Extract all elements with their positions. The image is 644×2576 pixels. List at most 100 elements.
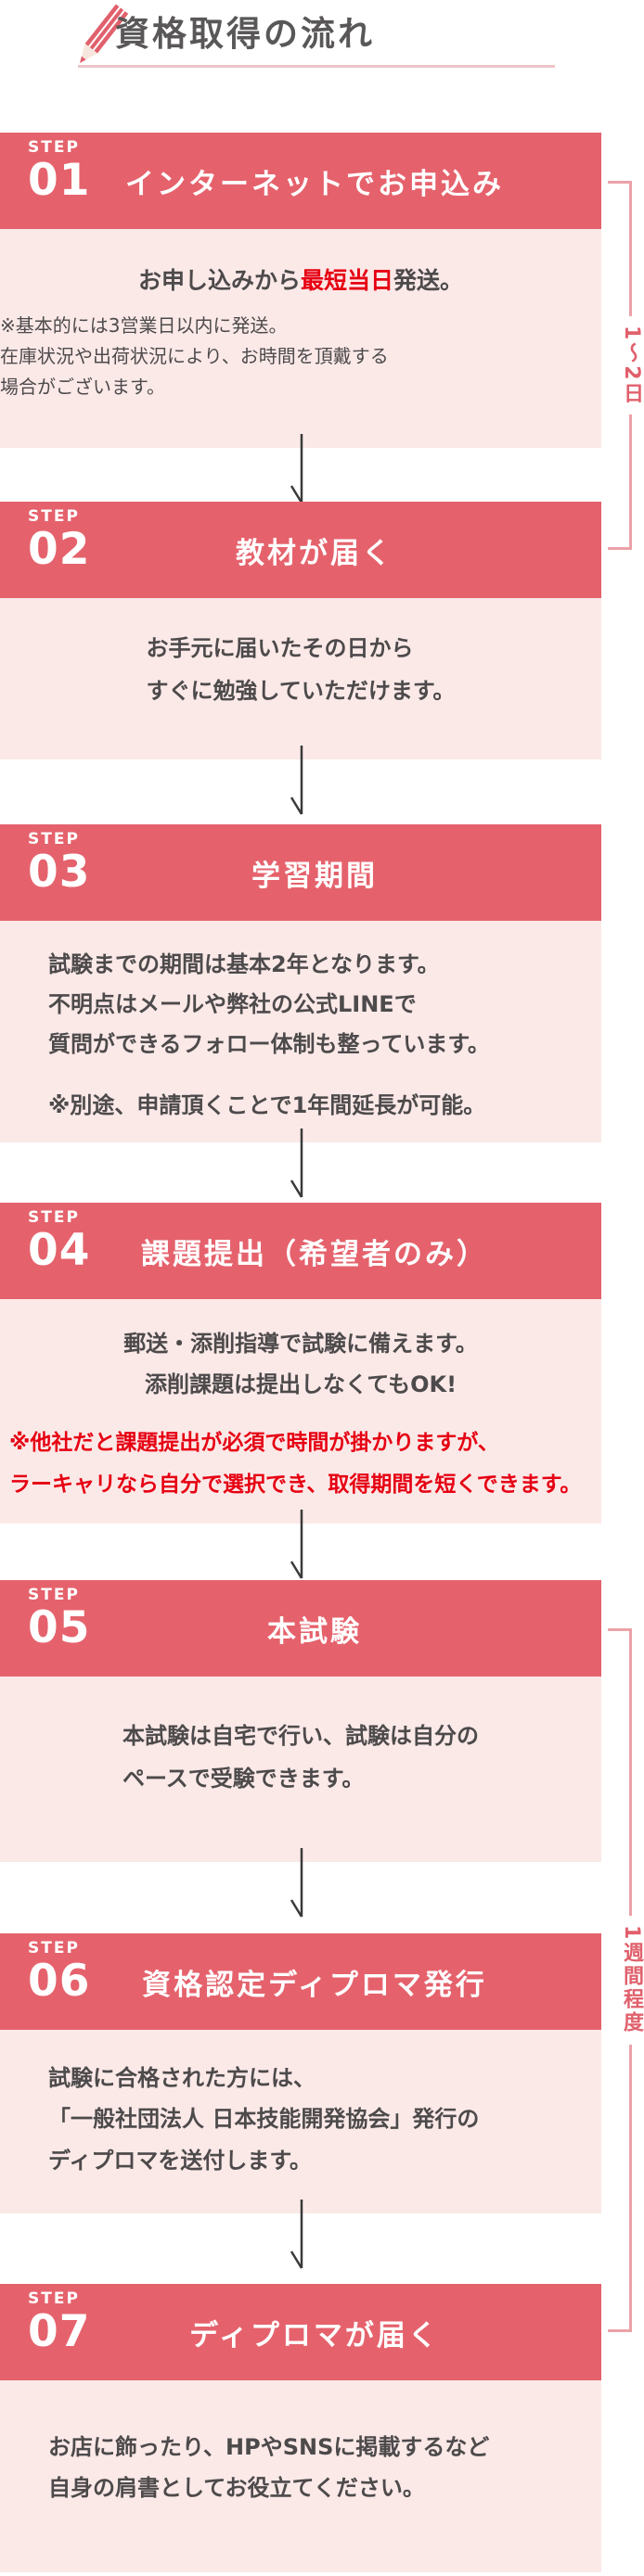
bracket-line [629, 414, 632, 547]
step-04-section: STEP 04 課題提出（希望者のみ） 郵送・添削指導で試験に備えます。 添削課… [0, 1203, 601, 1524]
body-line: 試験までの期間は基本2年となります。 [48, 951, 440, 977]
step-title: 学習期間 [251, 859, 378, 893]
step-title: 教材が届く [236, 536, 393, 570]
step-06-header: STEP 06 資格認定ディプロマ発行 [0, 1933, 601, 2030]
step-01-section: STEP 01 インターネットでお申込み お申し込みから最短当日発送。 ※基本的… [0, 133, 601, 448]
down-arrow-icon [290, 2200, 303, 2269]
down-arrow-icon [290, 746, 303, 815]
step-07-section: STEP 07 ディプロマが届く お店に飾ったり、HPやSNSに掲載するなど 自… [0, 2284, 601, 2572]
body-line: 不明点はメールや弊社の公式LINEで [48, 991, 417, 1018]
step-number: 07 [28, 2306, 91, 2357]
step-03-body: 試験までの期間は基本2年となります。 不明点はメールや弊社の公式LINEで 質問… [0, 921, 601, 1142]
bracket-tick-bottom [608, 547, 632, 550]
flow-gap-6 [0, 2200, 601, 2284]
step-03-header: STEP 03 学習期間 [0, 824, 601, 921]
step-02-body: お手元に届いたその日から すぐに勉強していただけます。 [0, 598, 601, 759]
title-area: 資格取得の流れ [0, 0, 644, 133]
step-title: 資格認定ディプロマ発行 [142, 1968, 487, 2002]
bracket-tick-bottom [608, 2329, 632, 2332]
step-01-header: STEP 01 インターネットでお申込み [0, 133, 601, 229]
highlight-text: 最短当日 [300, 267, 393, 294]
body-line: お店に飾ったり、HPやSNSに掲載するなど [48, 2434, 490, 2460]
note-line: 在庫状況や出荷状況により、お時間を頂戴する [0, 345, 389, 367]
pencil-icon [80, 4, 129, 63]
step-04-body: 郵送・添削指導で試験に備えます。 添削課題は提出しなくてもOK! ※他社だと課題… [0, 1299, 601, 1524]
page-title: 資格取得の流れ [115, 14, 375, 54]
duration-bracket-1: 1〜2日 [608, 181, 643, 550]
body-line: お申し込みから最短当日発送。 [0, 262, 601, 296]
step-label: STEP [28, 507, 80, 526]
note-block: ※基本的には3営業日以内に発送。 在庫状況や出荷状況により、お時間を頂戴する 場… [0, 311, 601, 402]
step-label: STEP [28, 830, 80, 848]
step-02-badge: STEP 02 [28, 507, 91, 575]
step-05-header: STEP 05 本試験 [0, 1580, 601, 1677]
step-07-body: お店に飾ったり、HPやSNSに掲載するなど 自身の肩書としてお役立てください。 [0, 2380, 601, 2572]
bracket-tick-top [608, 181, 632, 184]
body-line: 郵送・添削指導で試験に備えます。 [123, 1331, 478, 1357]
body-line: 自身の肩書としてお役立てください。 [48, 2475, 425, 2502]
body-line: すぐに勉強していただけます。 [146, 677, 456, 704]
step-02-header: STEP 02 教材が届く [0, 502, 601, 598]
step-06-section: STEP 06 資格認定ディプロマ発行 試験に合格された方には、 「一般社団法人… [0, 1933, 601, 2213]
step-number: 04 [28, 1225, 91, 1276]
note-line: ※他社だと課題提出が必須で時間が掛かりますが、 [9, 1430, 499, 1455]
duration-label-2: 1週間程度 [620, 1925, 643, 2035]
step-07-header: STEP 07 ディプロマが届く [0, 2284, 601, 2380]
flow-gap-5 [0, 1848, 601, 1933]
step-04-header: STEP 04 課題提出（希望者のみ） [0, 1203, 601, 1299]
body-text-block: 本試験は自宅で行い、試験は自分の ペースで受験できます。 [122, 1715, 479, 1800]
body-line: 質問ができるフォロー体制も整っています。 [48, 1031, 490, 1058]
steps-column: STEP 01 インターネットでお申込み お申し込みから最短当日発送。 ※基本的… [0, 133, 601, 2572]
note-line: ※別途、申請頂くことで1年間延長が可能。 [48, 1091, 486, 1118]
flow-gap-4 [0, 1510, 601, 1580]
bracket-tick-top [608, 1628, 632, 1631]
body-line: 試験に合格された方には、 [48, 2065, 316, 2091]
step-05-section: STEP 05 本試験 本試験は自宅で行い、試験は自分の ペースで受験できます。 [0, 1580, 601, 1862]
note-line: 場合がございます。 [0, 376, 165, 398]
step-03-section: STEP 03 学習期間 試験までの期間は基本2年となります。 不明点はメールや… [0, 824, 601, 1142]
red-note-block: ※他社だと課題提出が必須で時間が掛かりますが、 ラーキャリなら自分で選択でき、取… [0, 1422, 601, 1506]
step-number: 02 [28, 524, 91, 575]
down-arrow-icon [290, 1510, 303, 1579]
text-segment: お申し込みから [137, 267, 301, 294]
down-arrow-icon [290, 1129, 303, 1198]
step-label: STEP [28, 138, 80, 157]
step-label: STEP [28, 1586, 80, 1604]
step-title: 課題提出（希望者のみ） [141, 1237, 488, 1271]
flow-gap-3 [0, 1129, 601, 1203]
step-title: インターネットでお申込み [125, 167, 504, 201]
body-line: 添削課題は提出しなくてもOK! [144, 1371, 457, 1398]
step-01-body: お申し込みから最短当日発送。 ※基本的には3営業日以内に発送。 在庫状況や出荷状… [0, 229, 601, 448]
step-05-body: 本試験は自宅で行い、試験は自分の ペースで受験できます。 [0, 1677, 601, 1862]
step-number: 05 [28, 1602, 91, 1653]
text-segment: 発送。 [393, 267, 464, 294]
body-line: 本試験は自宅で行い、試験は自分の [122, 1723, 479, 1749]
step-number: 01 [28, 155, 91, 206]
bracket-line [629, 1631, 632, 1917]
note-line: ラーキャリなら自分で選択でき、取得期間を短くできます。 [9, 1472, 582, 1497]
bracket-line [629, 184, 632, 316]
body-line: 「一般社団法人 日本技能開発協会」発行の [48, 2106, 480, 2133]
title-underline [78, 65, 555, 68]
step-title: ディプロマが届く [189, 2318, 440, 2353]
step-05-badge: STEP 05 [28, 1586, 91, 1653]
step-number: 06 [28, 1956, 91, 2007]
duration-label-1: 1〜2日 [620, 325, 643, 406]
step-06-body: 試験に合格された方には、 「一般社団法人 日本技能開発協会」発行の ディプロマを… [0, 2030, 601, 2213]
flow-gap-2 [0, 746, 601, 824]
step-07-badge: STEP 07 [28, 2289, 91, 2357]
step-label: STEP [28, 1208, 80, 1227]
step-number: 03 [28, 847, 91, 898]
step-06-badge: STEP 06 [28, 1939, 91, 2007]
body-line: ペースで受験できます。 [122, 1765, 365, 1792]
step-01-badge: STEP 01 [28, 138, 91, 206]
step-label: STEP [28, 2289, 80, 2308]
step-03-badge: STEP 03 [28, 830, 91, 898]
step-label: STEP [28, 1939, 80, 1958]
duration-bracket-2: 1週間程度 [608, 1628, 643, 2332]
flow-gap-1 [0, 434, 601, 504]
down-arrow-icon [290, 434, 303, 504]
step-title: 本試験 [267, 1614, 362, 1649]
note-line: ※基本的には3営業日以内に発送。 [0, 314, 288, 337]
